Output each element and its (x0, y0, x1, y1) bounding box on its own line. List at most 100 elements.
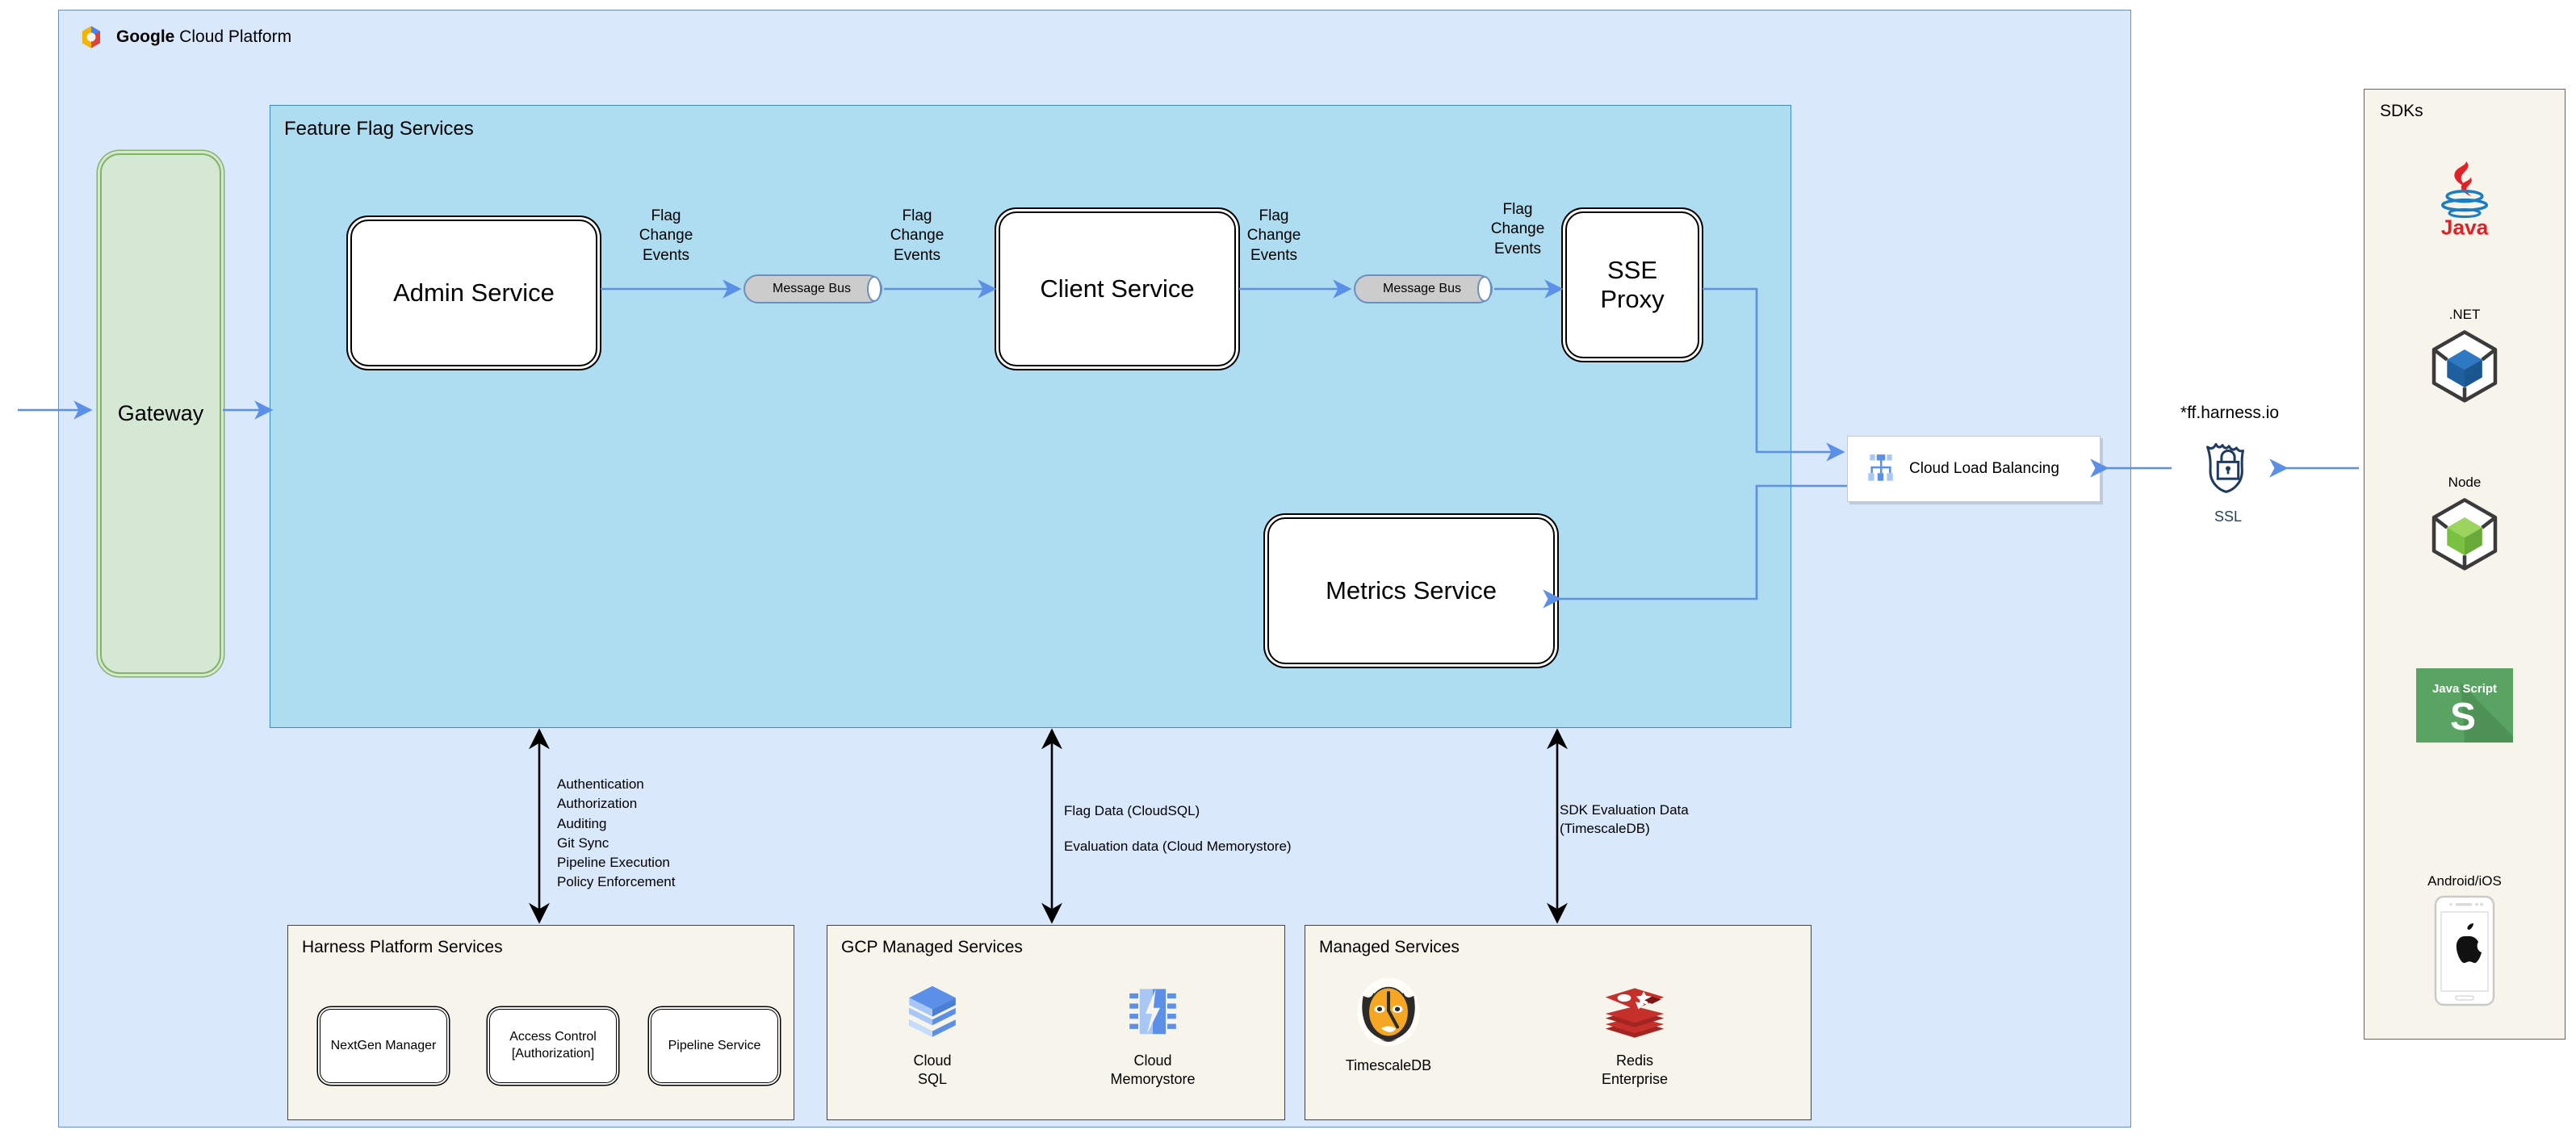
cloud-memorystore-item[interactable]: Cloud Memorystore (1088, 983, 1217, 1088)
message-bus-1-label: Message Bus (773, 282, 851, 295)
sdk-item-node[interactable]: Node (2364, 475, 2566, 575)
access-control-box[interactable]: Access Control [Authorization] (489, 1009, 617, 1083)
gcp-title-rest: Cloud Platform (174, 27, 292, 46)
edge-label-line: Change (1246, 227, 1301, 245)
timescaledb-item[interactable]: TimescaleDB (1316, 975, 1461, 1075)
android-ios-phone-apple-icon (2434, 895, 2495, 1006)
cloud-sql-caption: Cloud SQL (888, 1052, 977, 1088)
cloud-load-balancing-box[interactable]: Cloud Load Balancing (1847, 436, 2101, 502)
client-service-label: Client Service (1040, 274, 1195, 303)
ssl-label: SSL (2214, 508, 2243, 525)
node-cube-icon (2431, 498, 2498, 571)
annotation-line: Policy Enforcement (557, 874, 676, 890)
edge-label-flag-change-events-2: Flag Change Events (865, 207, 970, 266)
sdk-label-dotnet: .NET (2448, 307, 2481, 322)
cloud-sql-item[interactable]: Cloud SQL (888, 983, 977, 1088)
ssl-shield-lock-icon (2206, 442, 2245, 493)
edge-label-line: Events (642, 246, 690, 264)
gcp-title: Google Cloud Platform (116, 27, 291, 47)
message-bus-2[interactable]: Message Bus (1354, 274, 1493, 303)
google-cloud-hexagon-icon (82, 26, 101, 48)
pipeline-service-label: Pipeline Service (668, 1038, 761, 1052)
edge-label-line: Events (1250, 246, 1298, 264)
edge-label-line: Events (1493, 240, 1542, 257)
ff-domain-label: *ff.harness.io (2180, 404, 2280, 422)
ssl-shield-group (2180, 436, 2277, 500)
edge-label-line: Flag (651, 207, 681, 224)
gateway-label: Gateway (117, 401, 204, 425)
gcp-managed-services-title: GCP Managed Services (841, 938, 1023, 956)
svg-text:S: S (2450, 696, 2476, 738)
message-bus-1[interactable]: Message Bus (743, 274, 882, 303)
metrics-service-box[interactable]: Metrics Service (1267, 517, 1555, 664)
cloud-memorystore-caption: Cloud Memorystore (1088, 1052, 1217, 1088)
sse-proxy-label-line1: SSE (1606, 256, 1658, 285)
nextgen-manager-label: NextGen Manager (330, 1038, 437, 1052)
annotation-line: Authentication (557, 776, 644, 792)
harness-platform-services-title: Harness Platform Services (302, 938, 503, 956)
message-bus-1-cap-icon (867, 276, 882, 302)
client-service-box[interactable]: Client Service (999, 211, 1236, 366)
edge-label-line: Change (639, 227, 693, 245)
cloud-load-balancing-label: Cloud Load Balancing (1909, 460, 2059, 477)
sse-proxy-label: SSE Proxy (1600, 256, 1664, 313)
feature-flag-services-panel (270, 105, 1791, 728)
nextgen-manager-box[interactable]: NextGen Manager (320, 1009, 447, 1083)
access-control-label-line1: Access Control (509, 1030, 597, 1044)
sdk-item-java[interactable]: Java (2364, 158, 2566, 241)
caption-line: TimescaleDB (1345, 1057, 1432, 1073)
gcp-managed-services-panel (827, 925, 1285, 1120)
caption-line: Cloud (1133, 1052, 1172, 1069)
pipeline-service-box[interactable]: Pipeline Service (651, 1009, 778, 1083)
sse-proxy-box[interactable]: SSE Proxy (1565, 211, 1699, 358)
timescaledb-tiger-icon (1357, 977, 1420, 1047)
access-control-label: Access Control [Authorization] (509, 1029, 597, 1063)
sse-proxy-label-line2: Proxy (1600, 285, 1665, 313)
caption-line: Redis (1615, 1052, 1654, 1069)
edge-label-flag-change-events-4: Flag Change Events (1465, 200, 1570, 259)
sdk-item-dotnet[interactable]: .NET (2364, 307, 2566, 408)
annotation-sdk-eval: SDK Evaluation Data (TimescaleDB) (1560, 801, 1802, 839)
timescaledb-caption: TimescaleDB (1316, 1056, 1461, 1075)
annotation-line: Git Sync (557, 835, 609, 851)
edge-label-line: Flag (1259, 207, 1289, 224)
redis-caption: Redis Enterprise (1566, 1052, 1703, 1088)
sdk-item-android-ios[interactable]: Android/iOS (2364, 873, 2566, 1011)
feature-flag-services-title: Feature Flag Services (284, 118, 474, 140)
sdks-title: SDKs (2380, 102, 2423, 120)
sdk-item-javascript[interactable]: Java Script S (2364, 668, 2566, 747)
java-icon: Java (2441, 161, 2489, 239)
edge-label-line: Change (890, 227, 945, 245)
edge-label-line: Flag (1502, 201, 1533, 218)
annotation-harness-link: Authentication Authorization Auditing Gi… (557, 775, 823, 893)
annotation-line: Authorization (557, 796, 638, 812)
cloud-sql-icon (909, 985, 956, 1037)
caption-line: Enterprise (1601, 1070, 1669, 1087)
message-bus-2-cap-icon (1477, 276, 1492, 302)
svg-text:Java: Java (2441, 215, 2489, 237)
sdk-label-node: Node (2448, 475, 2482, 490)
annotation-line: Pipeline Execution (557, 855, 670, 871)
svg-text:Java Script: Java Script (2432, 682, 2497, 696)
edge-label-flag-change-events-1: Flag Change Events (614, 207, 718, 266)
gateway-box[interactable]: Gateway (100, 153, 221, 674)
edge-label-line: Flag (902, 207, 932, 224)
redis-item[interactable]: Redis Enterprise (1566, 983, 1703, 1088)
caption-line: SQL (917, 1070, 948, 1087)
redis-icon (1605, 988, 1665, 1038)
admin-service-box[interactable]: Admin Service (350, 220, 597, 366)
annotation-line: Auditing (557, 815, 607, 831)
access-control-label-line2: [Authorization] (511, 1047, 595, 1061)
edge-label-line: Events (893, 246, 941, 264)
annotation-line: Evaluation data (Cloud Memorystore) (1064, 839, 1292, 855)
sdk-label-android-ios: Android/iOS (2427, 873, 2502, 889)
cloud-load-balancing-icon (1868, 454, 1893, 481)
metrics-service-label: Metrics Service (1326, 576, 1497, 605)
annotation-flag-data: Flag Data (CloudSQL) Evaluation data (Cl… (1064, 801, 1403, 857)
edge-label-line: Change (1490, 220, 1545, 238)
annotation-line: SDK Evaluation Data (1560, 802, 1689, 818)
message-bus-2-label: Message Bus (1383, 282, 1461, 295)
annotation-line: Flag Data (CloudSQL) (1064, 803, 1200, 818)
caption-line: Memorystore (1110, 1070, 1196, 1087)
edge-label-flag-change-events-3: Flag Change Events (1221, 207, 1326, 266)
